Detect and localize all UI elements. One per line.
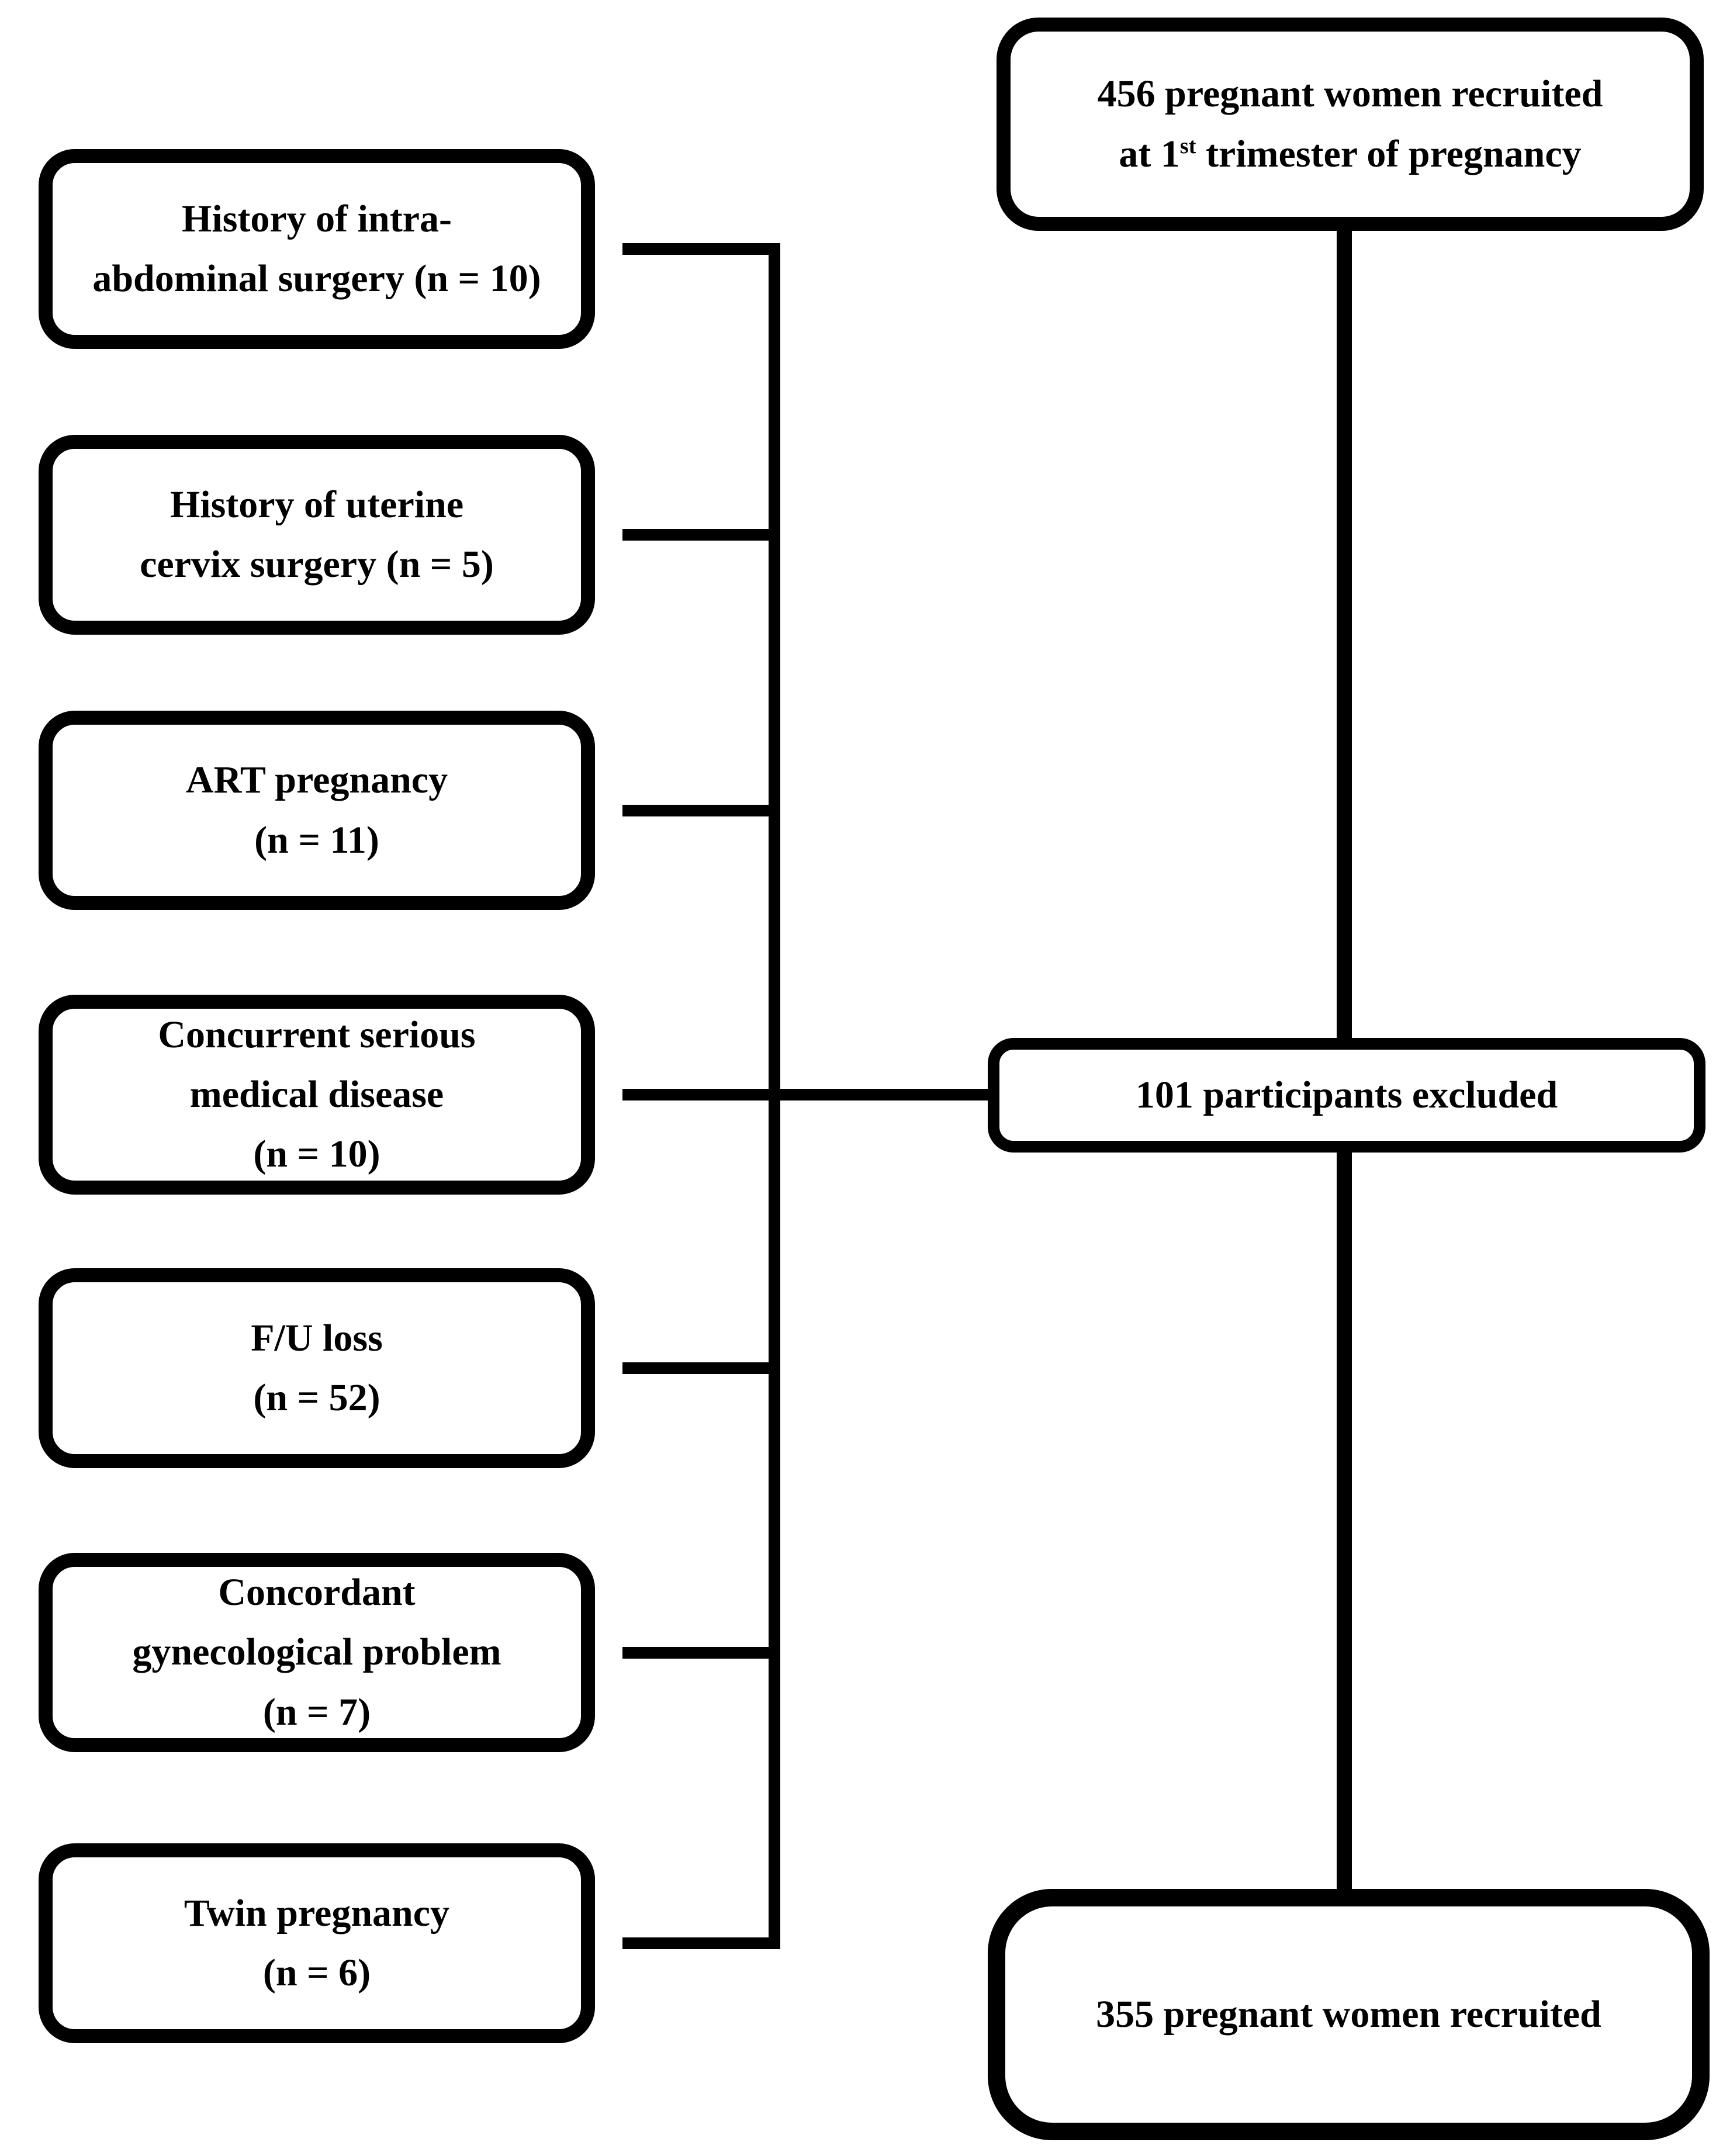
exclusion-box-fu-loss: F/U loss (n = 52) <box>39 1268 595 1468</box>
box-text-line: (n = 11) <box>254 818 379 861</box>
exclusion-box-intra-abdominal-surgery: History of intra- abdominal surgery (n =… <box>39 149 595 349</box>
box-text-line: Twin pregnancy <box>184 1891 450 1934</box>
box-text-line: (n = 6) <box>262 1951 371 1994</box>
exclusion-box-art-pregnancy: ART pregnancy (n = 11) <box>39 711 595 910</box>
connector-medical-disease-to-excluded-box <box>622 1089 988 1101</box>
connector-uterine-cervix-surgery <box>622 529 780 541</box>
box-text-line: cervix surgery (n = 5) <box>140 543 494 586</box>
box-text-line: ART pregnancy <box>185 759 448 802</box>
connector-twin-pregnancy <box>622 1937 780 1949</box>
line2-suffix: trimester of pregnancy <box>1196 132 1582 175</box>
box-text-line: medical disease <box>189 1072 444 1116</box>
connector-art-pregnancy <box>622 805 780 816</box>
box-text-line: 456 pregnant women recruited <box>1097 72 1603 116</box>
box-text-line: F/U loss <box>251 1316 383 1359</box>
box-text-line: Concurrent serious <box>158 1013 476 1056</box>
box-text-line: (n = 10) <box>253 1133 380 1176</box>
exclusion-box-twin-pregnancy: Twin pregnancy (n = 6) <box>39 1843 595 2043</box>
box-text-line: History of intra- <box>182 197 452 240</box>
connector-gynecological-problem <box>622 1647 780 1659</box>
line2-prefix: at 1 <box>1119 132 1180 175</box>
recruited-456-box: 456 pregnant women recruited at 1st trim… <box>997 18 1704 231</box>
exclusion-box-uterine-cervix-surgery: History of uterine cervix surgery (n = 5… <box>39 435 595 635</box>
connector-intra-abdominal-surgery <box>622 243 780 255</box>
ordinal-superscript: st <box>1179 133 1196 158</box>
box-text-line: 355 pregnant women recruited <box>1096 1992 1601 2036</box>
box-text-line: (n = 7) <box>262 1690 371 1733</box>
box-text-line: 101 participants excluded <box>1135 1073 1558 1116</box>
participants-excluded-box: 101 participants excluded <box>988 1038 1705 1153</box>
box-text-line: (n = 52) <box>253 1376 380 1419</box>
exclusion-box-medical-disease: Concurrent serious medical disease (n = … <box>39 995 595 1195</box>
recruited-355-box: 355 pregnant women recruited <box>988 1889 1710 2140</box>
box-text-line: History of uterine <box>169 483 464 526</box>
box-text-line: gynecological problem <box>132 1631 501 1674</box>
box-text-line: at 1st trimester of pregnancy <box>1119 124 1581 184</box>
box-text-line: abdominal surgery (n = 10) <box>92 257 541 300</box>
box-text-line: Concordant <box>218 1571 416 1614</box>
exclusion-box-gynecological-problem: Concordant gynecological problem (n = 7) <box>39 1553 595 1752</box>
connector-fu-loss <box>622 1362 780 1374</box>
